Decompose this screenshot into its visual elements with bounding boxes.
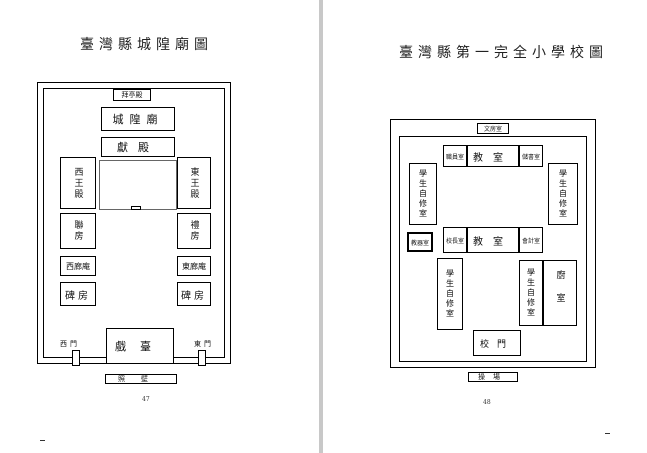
west-kiosk: 西廊庵 bbox=[60, 256, 96, 276]
main-hall: 獻殿 bbox=[101, 137, 175, 157]
right-page-title: 臺灣縣第一完全小學校圖 bbox=[399, 45, 608, 61]
bottom-left-study-room: 學生自修室 bbox=[437, 258, 463, 330]
school-gate: 校門 bbox=[473, 330, 521, 356]
bottom-wall-label: 操場 bbox=[468, 372, 518, 382]
courtyard bbox=[99, 160, 177, 210]
kitchen: 廚室 bbox=[543, 260, 577, 326]
right-stele: 碑房 bbox=[177, 282, 211, 306]
right-page: 臺灣縣第一完全小學校圖 文房室 職員室 教室 儲書室 學生自修室 學生自修室 校… bbox=[323, 0, 647, 453]
middle-right-small-room: 會計室 bbox=[519, 227, 543, 253]
east-kiosk: 東廊庵 bbox=[177, 256, 211, 276]
east-hall: 東王殿 bbox=[177, 157, 211, 209]
right-room: 禮房 bbox=[177, 213, 211, 249]
top-right-small-room: 儲書室 bbox=[519, 145, 543, 167]
scan-mark bbox=[40, 440, 45, 441]
west-gate: 西門 bbox=[60, 340, 80, 348]
top-left-small-room: 職員室 bbox=[443, 145, 467, 167]
left-page: 臺灣縣城隍廟圖 拜亭殿 城隍廟 獻殿 西王殿 東王殿 聯房 禮房 西廊庵 東廊庵… bbox=[0, 0, 319, 453]
middle-left-small-room: 校長室 bbox=[443, 227, 467, 253]
top-label: 文房室 bbox=[477, 123, 509, 134]
courtyard-step bbox=[131, 206, 141, 210]
east-gate-post bbox=[198, 350, 206, 366]
hall-label: 拜亭殿 bbox=[113, 89, 151, 101]
stage: 戲臺 bbox=[106, 328, 174, 364]
left-study-room: 學生自修室 bbox=[409, 163, 437, 225]
left-page-number: 47 bbox=[142, 396, 150, 403]
left-page-title: 臺灣縣城隍廟圖 bbox=[80, 37, 213, 53]
scan-mark bbox=[605, 433, 610, 434]
left-room: 聯房 bbox=[60, 213, 96, 249]
west-gate-post bbox=[72, 350, 80, 366]
main-classroom: 教室 bbox=[467, 145, 519, 167]
right-study-room: 學生自修室 bbox=[548, 163, 578, 225]
east-gate: 東門 bbox=[194, 340, 214, 348]
right-page-number: 48 bbox=[483, 399, 491, 406]
middle-classroom: 教室 bbox=[467, 227, 519, 253]
west-hall: 西王殿 bbox=[60, 157, 96, 209]
storage-room: 教器室 bbox=[407, 232, 433, 252]
left-stele: 碑房 bbox=[60, 282, 96, 306]
temple-name-box: 城隍廟 bbox=[101, 107, 175, 131]
book-gutter bbox=[319, 0, 323, 453]
bottom-right-study-room: 學生自修室 bbox=[519, 260, 543, 326]
bottom-wall-label: 照壁 bbox=[105, 374, 177, 384]
